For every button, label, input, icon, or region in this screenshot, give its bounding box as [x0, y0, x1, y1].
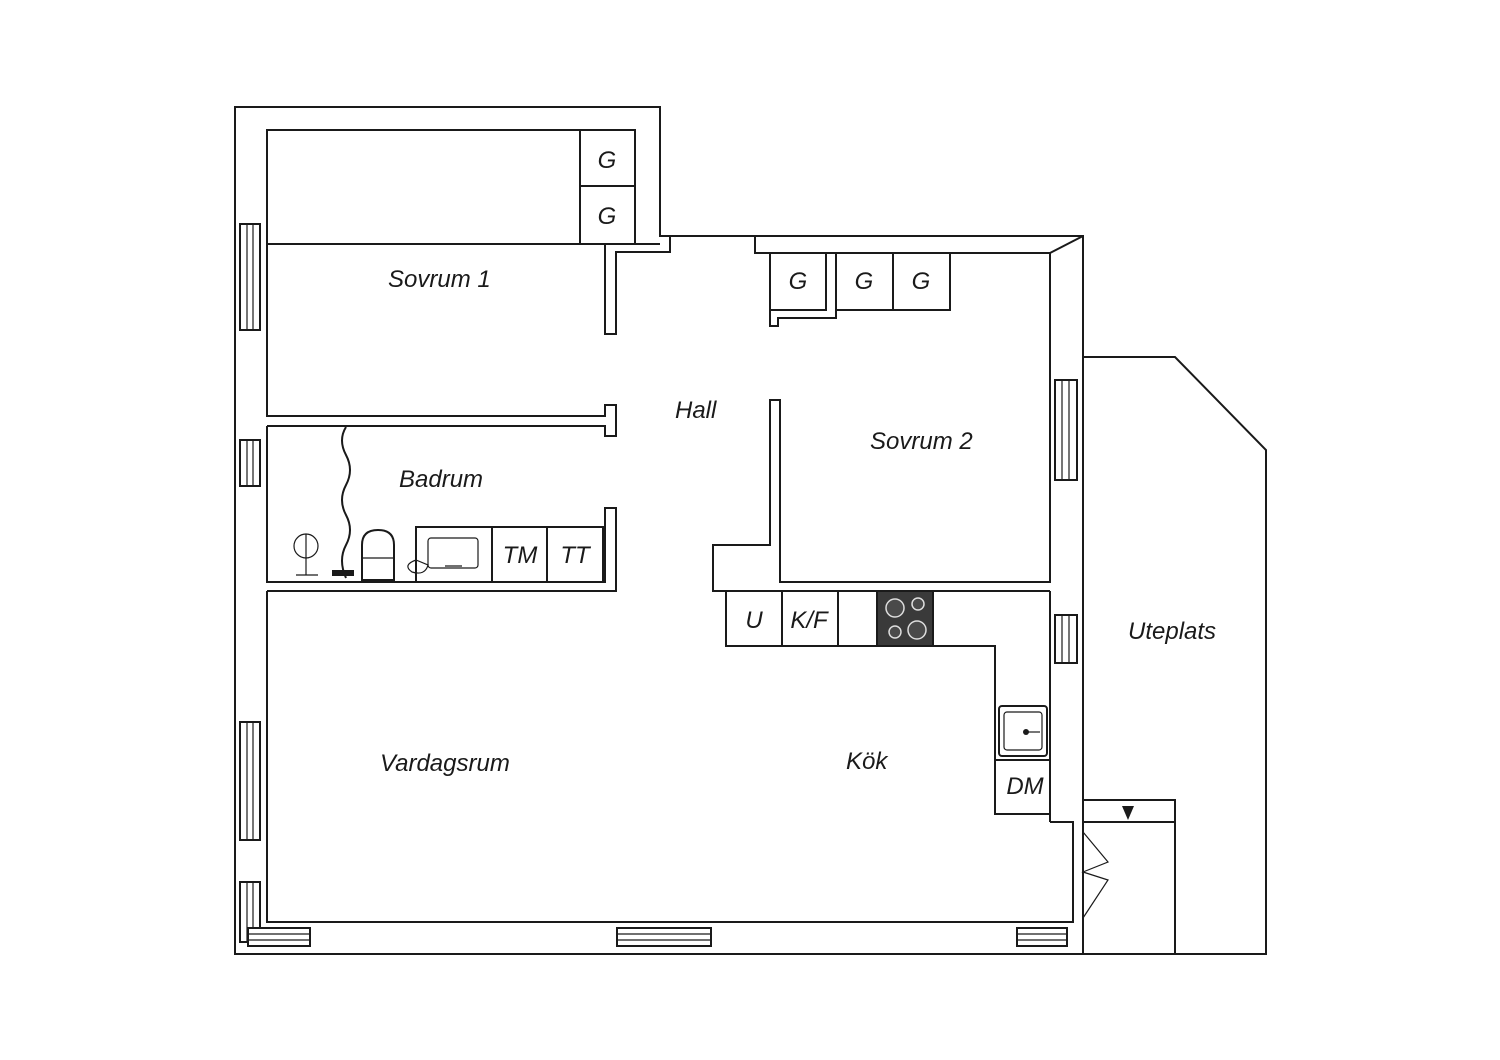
- patio-door: [1081, 822, 1109, 920]
- badrum-walls: [266, 426, 617, 592]
- windows: [239, 223, 1078, 947]
- shower-curtain-icon: [341, 426, 351, 579]
- exterior-walls: [234, 106, 1084, 955]
- patio-outline: [1083, 356, 1267, 955]
- sovrum1-wardrobes: [579, 129, 636, 245]
- entry-arrow-icon: [1122, 806, 1134, 820]
- room-label-sovrum1: Sovrum 1: [388, 266, 491, 293]
- living-walls: [266, 591, 1074, 923]
- fridge-freezer-label: K/F: [790, 607, 829, 634]
- bathroom-fixtures: [293, 426, 604, 583]
- wardrobe-label: G: [598, 147, 617, 174]
- room-label-vardagsrum: Vardagsrum: [380, 750, 510, 777]
- wardrobe-label: G: [789, 268, 808, 295]
- dishwasher-label: DM: [1006, 773, 1043, 800]
- oven-label: U: [745, 607, 763, 634]
- kitchen-sink-icon: [998, 705, 1048, 757]
- room-label-uteplats: Uteplats: [1128, 618, 1216, 645]
- bathroom-sink-icon: [427, 537, 479, 569]
- sovrum2-wardrobes: [769, 252, 951, 327]
- room-label-badrum: Badrum: [399, 466, 483, 493]
- toilet-icon: [361, 528, 395, 581]
- room-label-hall: Hall: [675, 397, 717, 424]
- wardrobe-label: G: [855, 268, 874, 295]
- tap-icon: [407, 559, 429, 574]
- wardrobe-label: G: [598, 203, 617, 230]
- sovrum2-walls: [712, 235, 1084, 822]
- kitchen-counter: [725, 590, 1050, 815]
- dryer-label: TT: [560, 542, 592, 569]
- room-label-sovrum2: Sovrum 2: [870, 428, 973, 455]
- washer-label: TM: [503, 542, 538, 569]
- wardrobe-label: G: [912, 268, 931, 295]
- stove-icon: [876, 590, 934, 647]
- room-label-kok: Kök: [846, 748, 889, 775]
